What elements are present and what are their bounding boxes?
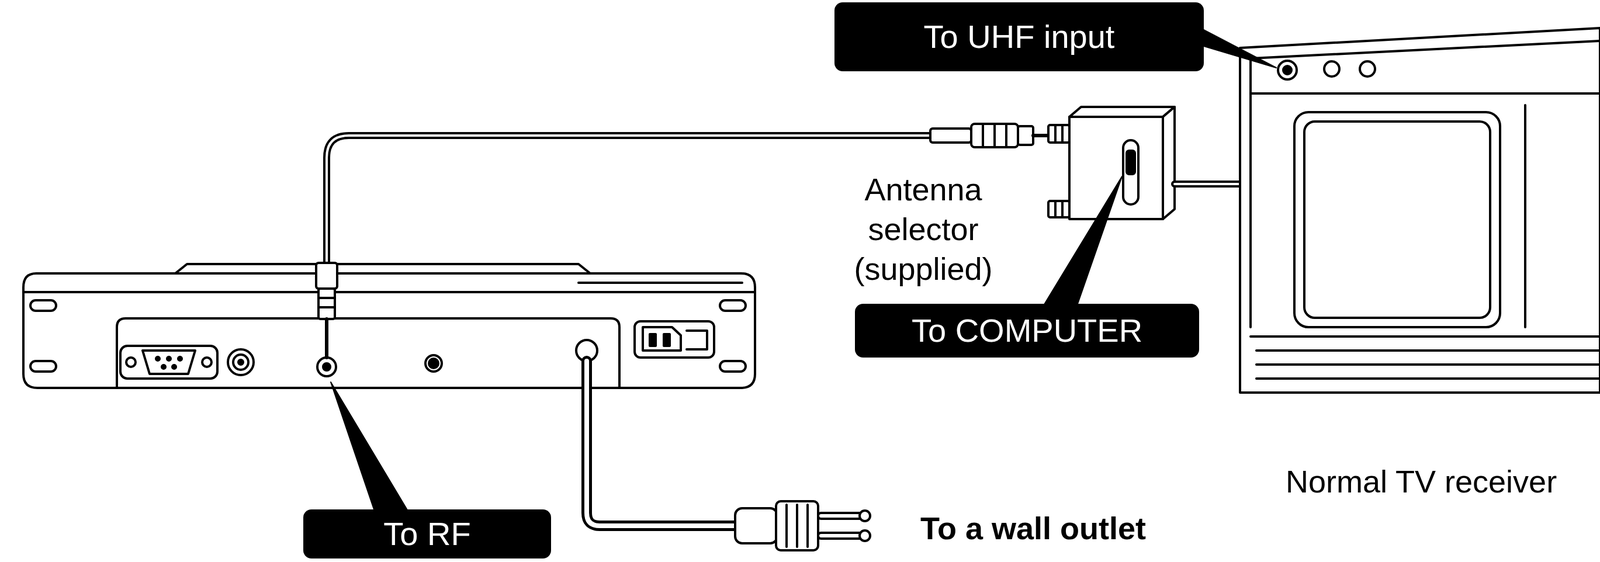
power-cord-part <box>786 504 808 547</box>
tv-receiver <box>1240 28 1600 393</box>
tv-receiver-part <box>1294 112 1501 328</box>
callout-text: To UHF input <box>923 18 1115 55</box>
computer-unit-part <box>126 357 136 367</box>
antenna-selector-part <box>1069 106 1175 117</box>
computer-unit-part <box>578 281 743 285</box>
tv-receiver-part <box>1240 28 1600 393</box>
callout-box: To UHF input <box>834 2 1204 72</box>
antenna-selector-part <box>1048 201 1070 218</box>
computer-unit-part <box>323 363 331 371</box>
computer-unit-part <box>30 300 57 311</box>
computer-unit-part <box>23 273 756 389</box>
part-label: Antenna selector (supplied) <box>818 169 1029 289</box>
rf-cable-part <box>982 125 1007 147</box>
computer-unit-part <box>227 349 254 376</box>
rf-cable-part <box>930 128 972 143</box>
tv-receiver-part <box>1249 58 1252 328</box>
computer-unit-part <box>175 264 591 274</box>
computer-unit-part <box>233 354 249 370</box>
power-cord-part <box>818 513 864 519</box>
instruction-label: To a wall outlet <box>920 508 1146 549</box>
computer-unit-part <box>116 318 620 389</box>
callout-text: To COMPUTER <box>911 312 1143 349</box>
computer-unit-part <box>142 350 196 374</box>
computer-unit-part <box>719 361 746 372</box>
power-cord-part <box>818 532 864 539</box>
rf-cable-part <box>326 135 932 265</box>
computer-unit-part <box>167 357 171 361</box>
computer-unit-part <box>663 334 670 346</box>
computer-unit-part <box>317 357 337 377</box>
tv-receiver-part <box>1283 66 1292 75</box>
computer-unit-part <box>172 365 176 369</box>
antenna-selector-part <box>1126 150 1135 175</box>
rf-cable-part <box>971 123 1018 148</box>
power-cord-part <box>735 508 778 544</box>
computer-unit-part <box>23 291 756 294</box>
tv-receiver-part <box>1278 60 1297 80</box>
callout-pointers <box>330 26 1277 514</box>
computer-unit-part <box>428 358 439 369</box>
rf-cable-part <box>318 288 335 320</box>
rf-cable-part <box>326 135 932 265</box>
tv-receiver-part <box>1250 336 1600 379</box>
power-cord-part <box>859 530 871 542</box>
callout-pointers-part <box>1042 176 1122 308</box>
callout-pointers-part <box>330 382 410 514</box>
callout-pointers-part <box>1197 26 1277 68</box>
rf-cable-part <box>318 298 335 308</box>
computer-unit-part <box>649 334 656 346</box>
computer-unit-part <box>156 357 160 361</box>
antenna-selector-part <box>1162 106 1175 220</box>
computer-unit <box>23 264 756 389</box>
tv-receiver-part <box>1359 61 1376 77</box>
computer-unit-part <box>719 300 746 311</box>
power-cord-part <box>859 510 871 522</box>
antenna-selector-part <box>1048 125 1070 143</box>
antenna-selector-part <box>1055 126 1063 142</box>
computer-unit-part <box>202 357 212 367</box>
antenna-selector-part <box>1069 116 1163 220</box>
rf-cable-part <box>324 319 329 358</box>
callout-text: To RF <box>383 515 471 553</box>
callout-box: To RF <box>303 509 552 559</box>
computer-unit-part <box>30 361 57 372</box>
tv-receiver-part <box>1304 121 1491 318</box>
rf-cable-part <box>1017 126 1034 145</box>
tv-receiver-part <box>1324 61 1340 77</box>
computer-unit-part <box>161 365 166 369</box>
power-cord-part <box>586 361 738 526</box>
device-label: Normal TV receiver <box>1285 461 1557 502</box>
tv-receiver-part <box>1250 40 1600 59</box>
computer-unit-part <box>686 330 708 350</box>
tv-receiver-part <box>1250 92 1600 95</box>
callout-box: To COMPUTER <box>854 303 1200 358</box>
power-cord-part <box>586 361 738 526</box>
computer-unit-part <box>238 359 244 365</box>
computer-unit-part <box>425 355 442 372</box>
computer-unit-part <box>120 345 218 379</box>
antenna-selector-part <box>1055 202 1063 217</box>
rf-cable-part <box>1033 133 1049 138</box>
power-cord <box>586 361 871 551</box>
computer-unit-part <box>642 327 681 351</box>
rf-cable-part <box>316 262 338 289</box>
computer-unit-part <box>178 357 182 361</box>
computer-unit-part <box>634 321 715 358</box>
tv-receiver-part <box>1524 105 1527 328</box>
power-cord-part <box>776 501 819 551</box>
antenna-selector-part <box>1123 140 1139 205</box>
